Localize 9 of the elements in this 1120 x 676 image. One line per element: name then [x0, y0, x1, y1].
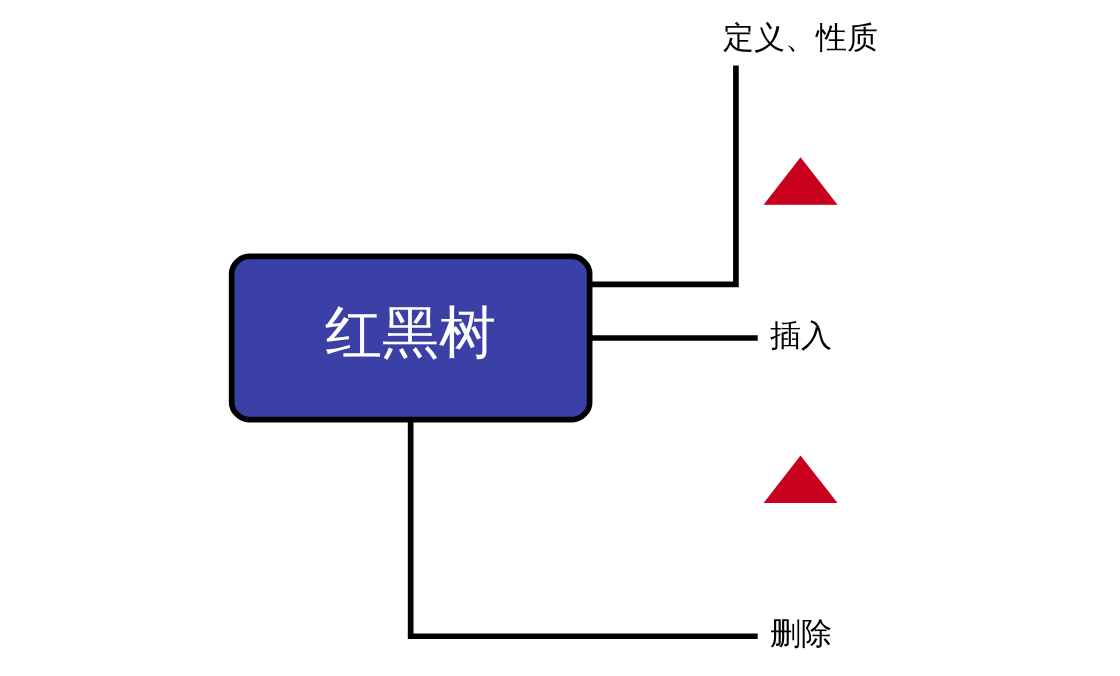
connector	[589, 65, 739, 288]
connector	[589, 335, 758, 341]
node-text: 定义、性质	[722, 18, 878, 55]
connector	[407, 419, 758, 640]
node-text: 删除	[769, 615, 832, 652]
node-triangle	[763, 157, 837, 205]
node-text: 插入	[769, 316, 832, 353]
node-triangle	[763, 455, 837, 504]
node-box: 红黑树	[228, 253, 592, 423]
